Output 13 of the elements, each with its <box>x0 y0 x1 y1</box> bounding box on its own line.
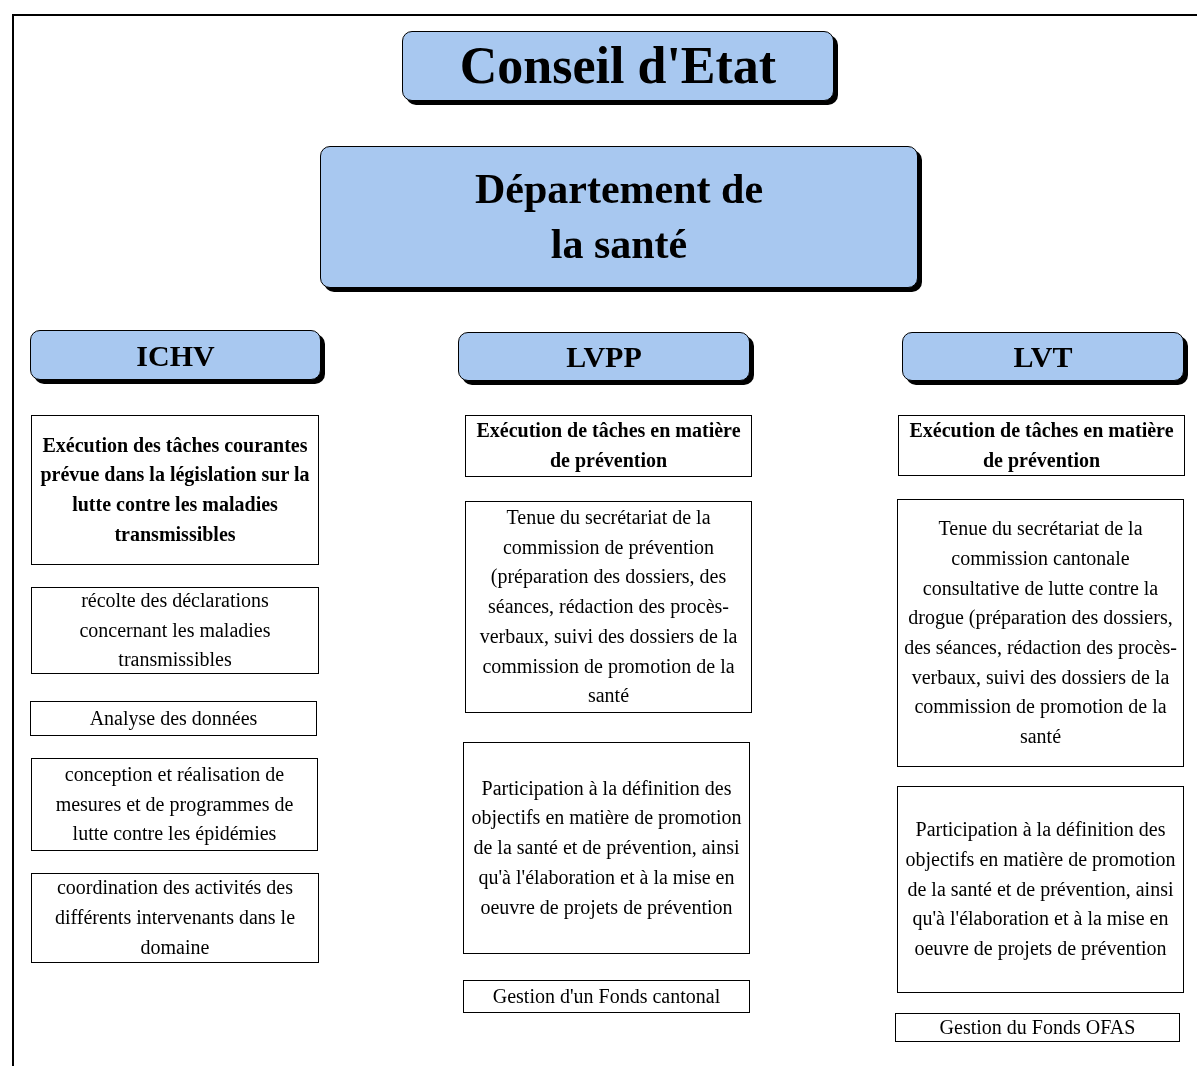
task-box: Exécution des tâches courantes prévue dans la législation sur la lutte contre les maladies transmissibles <box>31 415 319 565</box>
task-box: Tenue du secrétariat de la commission de prévention (préparation des dossiers, des séances, rédaction des procès-verbaux, suivi des dossiers de la commission de promotion de la santé <box>465 501 752 713</box>
task-box: récolte des déclarations concernant les maladies transmissibles <box>31 587 319 674</box>
task-box: Gestion du Fonds OFAS <box>895 1013 1180 1042</box>
task-box: Tenue du secrétariat de la commission cantonale consultative de lutte contre la drogue (préparation des dossiers, des séances, rédaction des procès-verbaux, suivi des dossiers de la commission de promotion de la santé <box>897 499 1184 767</box>
task-box: Analyse des données <box>30 701 317 736</box>
task-box: conception et réalisation de mesures et de programmes de lutte contre les épidémies <box>31 758 318 851</box>
task-box: Gestion d'un Fonds cantonal <box>463 980 750 1013</box>
task-box: Participation à la définition des objectifs en matière de promotion de la santé et de prévention, ainsi qu'à l'élaboration et à la mise en oeuvre de projets de prévention <box>463 742 750 954</box>
task-box: Exécution de tâches en matière de prévention <box>465 415 752 477</box>
task-box: Exécution de tâches en matière de prévention <box>898 415 1185 476</box>
task-box: coordination des activités des différents intervenants dans le domaine <box>31 873 319 963</box>
task-box: Participation à la définition des objectifs en matière de promotion de la santé et de prévention, ainsi qu'à l'élaboration et à la mise en oeuvre de projets de prévention <box>897 786 1184 993</box>
